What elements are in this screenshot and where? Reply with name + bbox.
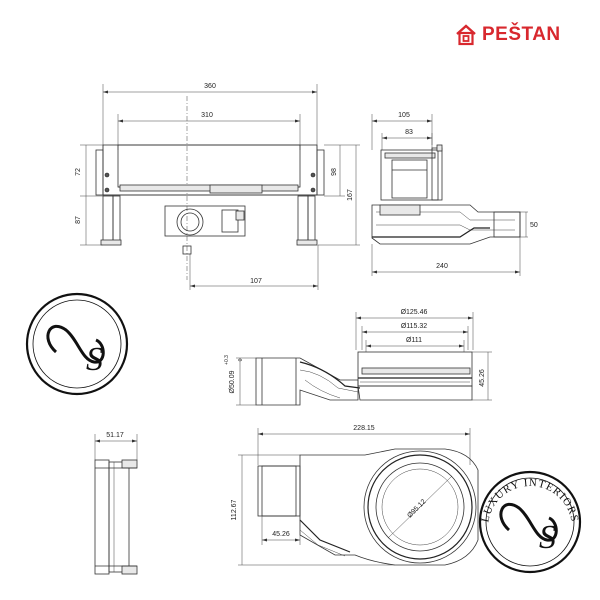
dim-height-lower: 87	[75, 216, 82, 224]
watermark-text: LUXURY INTERIORS	[0, 0, 121, 3]
watermark-monogram: S	[86, 341, 103, 378]
dim-side-total-length: 240	[436, 263, 448, 270]
dim-outlet-offset: 107	[250, 278, 262, 285]
dim-top-width: 112.67	[231, 499, 238, 520]
dim-outlet-diameter: Ø50.09	[229, 370, 236, 393]
watermark-logo: LUXURY INTERIORS S	[0, 0, 129, 396]
dim-top-length: 228.15	[353, 425, 375, 432]
dim-bowl-diameter: Ø95.12	[406, 498, 427, 519]
dim-side-inner-width: 83	[405, 129, 413, 136]
dim-height-upper: 72	[75, 168, 82, 176]
dim-section-height: 45.26	[479, 369, 486, 387]
dim-outlet-tolerance-bottom: 0	[238, 358, 244, 361]
dim-mid-diameter: Ø115.32	[401, 323, 427, 330]
watermark-logo-2: LUXURY INTERIORS S	[478, 470, 582, 574]
dim-ring-width: 51.17	[106, 432, 124, 439]
dim-inner-diameter: Ø111	[406, 337, 422, 344]
dim-side-outlet-height: 50	[530, 222, 538, 229]
dim-overall-width: 360	[204, 83, 216, 90]
dim-side-top-width: 105	[398, 112, 410, 119]
dim-top-outlet-length: 45.26	[272, 531, 290, 538]
ring-view: 51.17	[94, 432, 138, 575]
dim-inner-width: 310	[201, 112, 213, 119]
drain-section-view: Ø125.46 Ø115.32 Ø111 Ø50.09 +0.3 0	[224, 309, 492, 406]
dim-outlet-tolerance-top: +0.3	[224, 355, 230, 365]
watermark-monogram-2: S	[539, 519, 556, 556]
brand-logo: PEŠTAN	[455, 24, 561, 46]
top-view: 228.15 Ø95.12 112.67 45.26	[231, 425, 479, 566]
house-icon	[456, 24, 476, 46]
side-view: 105 83 50 240	[371, 112, 538, 276]
dim-total-height: 167	[347, 189, 354, 201]
dim-height-right: 98	[331, 168, 338, 176]
brand-name: PEŠTAN	[482, 24, 561, 45]
dim-outer-diameter: Ø125.46	[401, 309, 428, 316]
front-view: 360 310	[75, 83, 360, 290]
